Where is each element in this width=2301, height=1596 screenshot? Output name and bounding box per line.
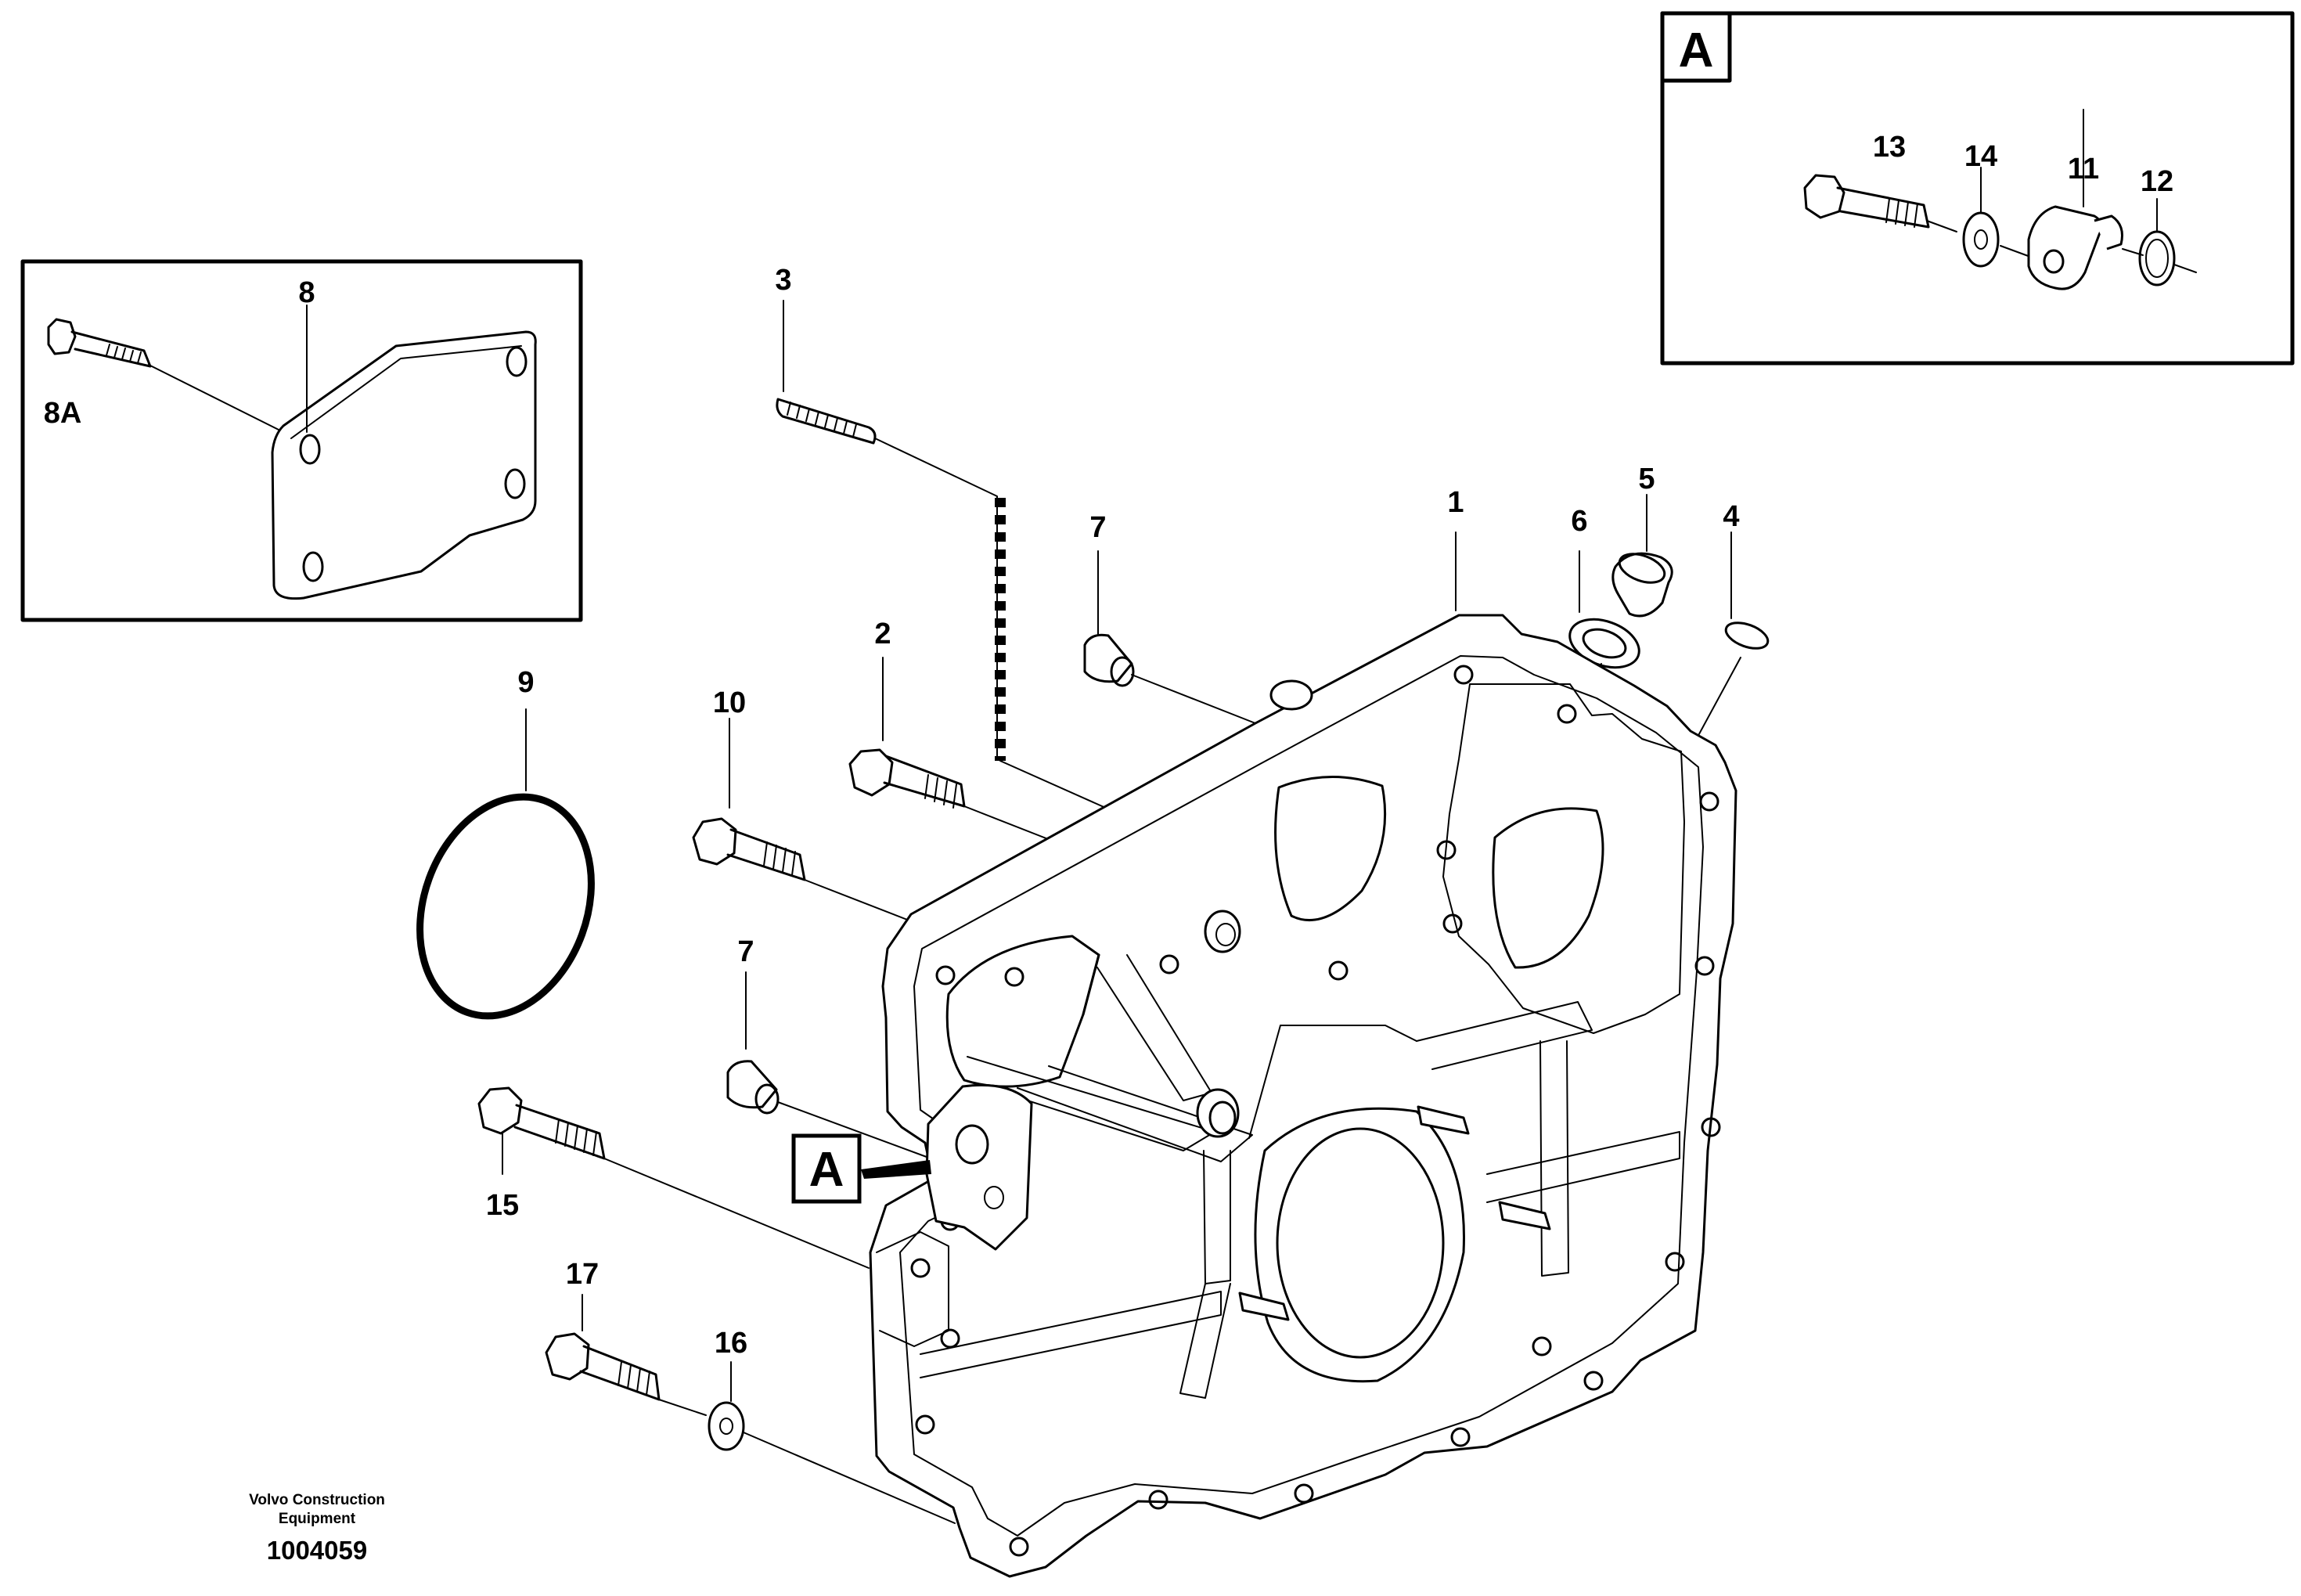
part-label-14: 14 [1964, 140, 1997, 173]
part-label-7-upper: 7 [1089, 511, 1106, 544]
bolt-2-drawing [848, 657, 1081, 852]
cover-plate-detail-box [20, 259, 583, 622]
part-label-3: 3 [775, 264, 791, 297]
part-label-15: 15 [486, 1189, 519, 1222]
part-label-13: 13 [1873, 131, 1906, 164]
timing-gear-housing-1-drawing [869, 531, 1737, 1578]
bolt-17-drawing [545, 1294, 707, 1416]
part-label-8: 8 [298, 276, 315, 309]
cover-plate-8-drawing [271, 304, 537, 600]
part-label-8a: 8A [44, 397, 82, 430]
washer-14-drawing [1962, 211, 2000, 268]
detail-a-callout: A [791, 1133, 931, 1204]
part-label-7-lower: 7 [737, 935, 754, 968]
detail-a-box [1660, 11, 2295, 366]
part-label-10: 10 [713, 686, 746, 719]
bolt-13-drawing [1803, 174, 1957, 232]
dowel-7-upper-drawing [1083, 550, 1256, 724]
detail-a-callout-label: A [809, 1143, 844, 1197]
bolt-10-drawing [692, 718, 918, 924]
dowel-7-lower-drawing [726, 971, 940, 1162]
o-ring-9-drawing [416, 708, 595, 1020]
part-labels: 1 2 3 4 5 6 7 7 8 8A 9 10 11 12 13 14 15… [44, 131, 2173, 1360]
part-label-12: 12 [2141, 165, 2173, 198]
detail-a-box-label: A [1679, 23, 1714, 77]
washer-16-drawing [708, 1361, 956, 1524]
part-label-16: 16 [715, 1327, 747, 1360]
part-label-1: 1 [1447, 486, 1464, 519]
credit-line-2: Equipment [279, 1511, 356, 1527]
flange-holes [910, 665, 1721, 1557]
part-label-5: 5 [1638, 463, 1655, 495]
part-label-17: 17 [566, 1258, 599, 1291]
drawing-number: 1004059 [267, 1536, 367, 1565]
credit-line-1: Volvo Construction [249, 1492, 385, 1508]
part-label-4: 4 [1723, 500, 1739, 533]
bracket-11-drawing [2027, 109, 2123, 290]
part-label-2: 2 [874, 618, 891, 650]
part-label-9: 9 [517, 666, 534, 699]
bolt-15-drawing [477, 1086, 870, 1269]
ring-4-drawing [1690, 531, 1770, 751]
plug-5-drawing [1611, 494, 1673, 618]
part-label-11: 11 [2068, 153, 2099, 186]
part-label-6: 6 [1571, 505, 1587, 538]
bolt-8a-drawing [47, 318, 281, 431]
